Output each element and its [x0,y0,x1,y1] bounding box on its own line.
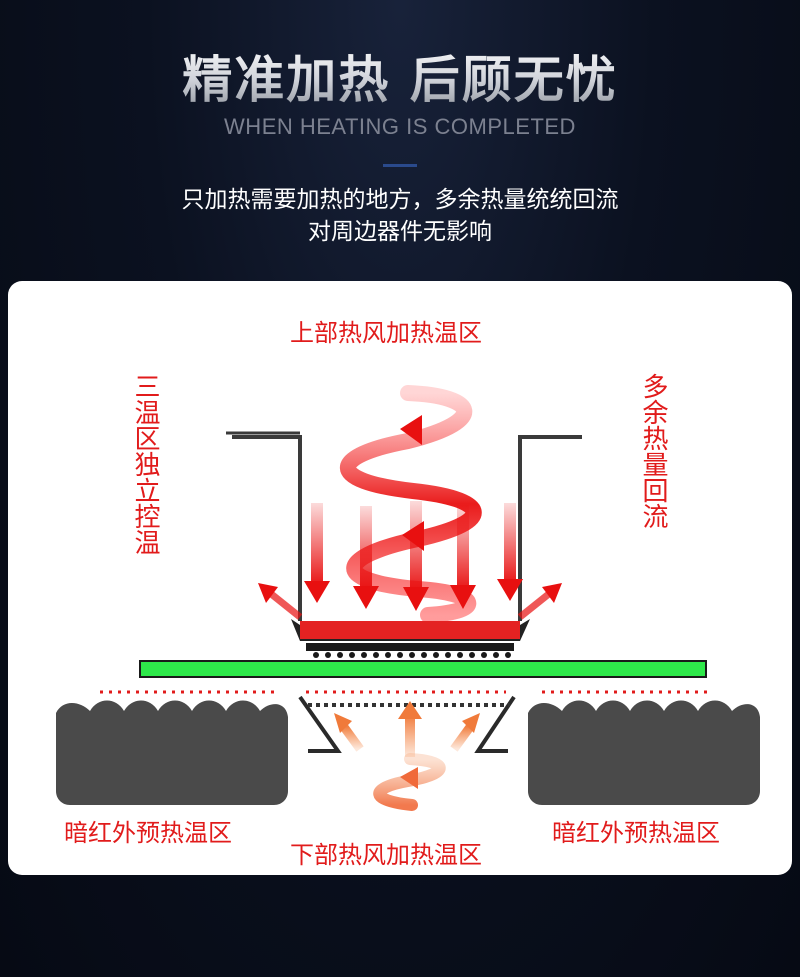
ir-right-label: 暗红外预热温区 [552,819,720,847]
lower-housing [298,695,516,753]
bottom-zone-label: 下部热风加热温区 [290,841,482,869]
heating-nozzle [291,619,530,658]
pcb-board [139,660,707,678]
top-zone-label: 上部热风加热温区 [290,319,482,347]
heat-reflow-arrows [258,583,562,620]
lower-spiral-arrowhead [400,767,418,789]
lower-hot-air-arrows [334,701,480,757]
page-title: 精准加热 后顾无忧 [0,40,800,112]
upper-housing [226,431,582,621]
left-vertical-label: 三温区独立控温 [130,373,160,555]
description-line-2: 对周边器件无影响 [308,219,492,245]
page-subtitle: WHEN HEATING IS COMPLETED [224,114,576,139]
ir-left-label: 暗红外预热温区 [64,819,232,847]
description-line-1: 只加热需要加热的地方，多余热量统统回流 [181,187,619,213]
reflow-diagram [56,385,760,811]
ir-heater-right [528,700,760,805]
diagram-card: 上部热风加热温区 三温区独立控温 多余热量回流 暗红外预热温区 暗红外预热温区 … [8,281,792,875]
downward-hot-air-arrows [304,501,523,611]
right-vertical-label: 多余热量回流 [638,373,668,529]
title-divider [383,164,417,167]
ir-heater-left [56,700,288,805]
